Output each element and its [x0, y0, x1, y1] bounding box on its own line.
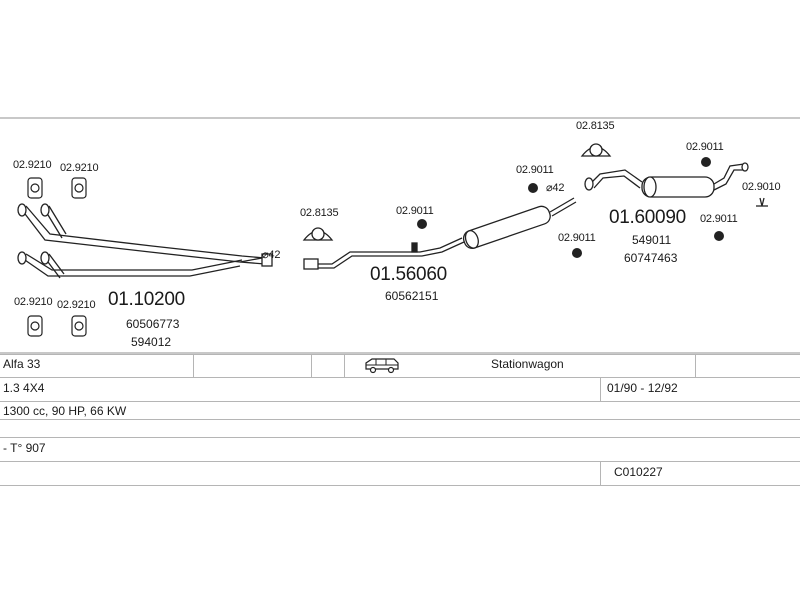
- fitting-label: 02.9011: [686, 141, 724, 153]
- part-number-middle-silencer: 01.56060: [370, 264, 447, 285]
- power-spec: 1300 cc, 90 HP, 66 KW: [3, 404, 127, 418]
- oem-ref: 594012: [131, 335, 172, 349]
- fitting-label: 02.9210: [57, 299, 96, 311]
- fitting-label: 02.9011: [700, 213, 738, 225]
- clamp-ring-icon: [580, 143, 612, 157]
- type-note: - T° 907: [3, 441, 46, 455]
- production-years: 01/90 - 12/92: [607, 381, 678, 395]
- table-divider: [0, 377, 800, 378]
- table-divider: [0, 419, 800, 420]
- fitting-label: 02.9011: [516, 164, 554, 176]
- fitting-label: 02.8135: [300, 207, 339, 219]
- oem-ref: 60747463: [624, 251, 678, 265]
- fitting-label: 02.9210: [13, 159, 52, 171]
- rear-silencer: [584, 162, 749, 198]
- catalog-code: C010227: [614, 465, 663, 479]
- table-divider: [311, 354, 312, 377]
- diameter-label: ⌀42: [546, 182, 565, 194]
- table-divider: [193, 354, 194, 377]
- van-icon: [365, 358, 399, 374]
- exhaust-system-diagram: [0, 117, 800, 354]
- fitting-label: 02.9011: [396, 205, 434, 217]
- model-name: Alfa 33: [3, 357, 41, 371]
- part-number-front-pipe: 01.10200: [108, 289, 185, 310]
- oem-ref: 60562151: [385, 289, 439, 303]
- table-divider: [695, 354, 696, 377]
- table-divider: [0, 437, 800, 438]
- fitting-label: 02.9011: [558, 232, 596, 244]
- table-divider: [0, 354, 800, 355]
- middle-silencer: [303, 197, 577, 270]
- table-divider: [600, 461, 601, 485]
- fitting-label: 02.8135: [576, 120, 615, 132]
- clamp-ring-icon: [302, 227, 334, 241]
- part-number-rear-silencer: 01.60090: [609, 207, 686, 228]
- fitting-label: 02.9010: [742, 181, 781, 193]
- rubber-hanger-icon: [417, 157, 724, 258]
- tail-bracket-icon: [756, 197, 768, 207]
- front-pipe: [17, 203, 273, 279]
- table-divider: [600, 377, 601, 401]
- table-divider: [0, 485, 800, 486]
- diameter-label: ⌀42: [262, 249, 281, 261]
- oem-ref: 549011: [632, 233, 672, 247]
- gasket-icon: [27, 177, 87, 337]
- fitting-label: 02.9210: [14, 296, 53, 308]
- table-divider: [0, 461, 800, 462]
- oem-ref: 60506773: [126, 317, 180, 331]
- table-divider: [0, 401, 800, 402]
- fitting-label: 02.9210: [60, 162, 99, 174]
- engine-spec: 1.3 4X4: [3, 381, 45, 395]
- body-type: Stationwagon: [491, 357, 564, 371]
- table-divider: [344, 354, 345, 377]
